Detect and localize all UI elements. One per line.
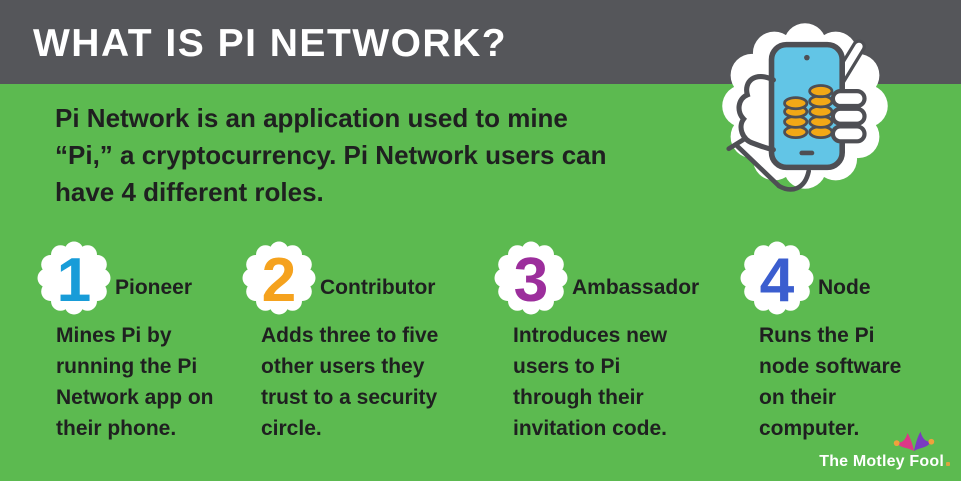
brand-footer: The Motley Fool — [819, 431, 950, 473]
desc-line: users to Pi — [513, 355, 621, 378]
phone-speaker-dot — [804, 54, 810, 61]
number-badge-3: 3 — [494, 241, 568, 315]
role-number: 1 — [57, 246, 92, 315]
page-title: WHAT IS PI NETWORK? — [33, 22, 508, 65]
desc-line: circle. — [261, 417, 322, 440]
hand-holding-phone-with-coins-icon — [722, 23, 888, 192]
role-card-ambassador: 3 Ambassador Introduces new users to Pi … — [490, 237, 705, 467]
role-label: Node — [818, 276, 871, 299]
desc-line: Introduces new — [513, 324, 668, 347]
desc-line: Mines Pi by — [56, 324, 172, 347]
role-label: Contributor — [320, 276, 436, 299]
intro-line: have 4 different roles. — [55, 177, 324, 207]
desc-line: Network app on — [56, 386, 214, 409]
gripping-fingers — [830, 89, 867, 144]
desc-line: their phone. — [56, 417, 177, 440]
role-card-pioneer: 1 Pioneer Mines Pi by running the Pi Net… — [33, 237, 248, 467]
desc-line: trust to a security — [261, 386, 438, 409]
desc-line: running the Pi — [56, 355, 198, 378]
intro-paragraph: Pi Network is an application used to min… — [55, 100, 635, 211]
intro-line: “Pi,” a cryptocurrency. Pi Network users… — [55, 140, 607, 170]
desc-line: computer. — [759, 417, 860, 440]
role-card-node: 4 Node Runs the Pi node software on thei… — [736, 237, 951, 467]
coin-stack-right — [808, 84, 834, 140]
brand-name: The Motley Fool — [819, 453, 944, 470]
role-description: Runs the Pi node software on their compu… — [759, 320, 951, 444]
role-description: Mines Pi by running the Pi Network app o… — [56, 320, 248, 444]
brand-dot — [946, 462, 950, 466]
phone-home-button — [799, 150, 815, 156]
role-number: 2 — [262, 246, 297, 315]
role-card-contributor: 2 Contributor Adds three to five other u… — [238, 237, 453, 467]
number-badge-2: 2 — [242, 241, 316, 315]
thumb-outline — [736, 73, 776, 153]
desc-line: through their — [513, 386, 644, 409]
desc-line: Runs the Pi — [759, 324, 875, 347]
desc-line: other users they — [261, 355, 425, 378]
role-label: Pioneer — [115, 276, 193, 299]
number-badge-1: 1 — [37, 241, 111, 315]
role-description: Adds three to five other users they trus… — [261, 320, 453, 444]
desc-line: invitation code. — [513, 417, 668, 440]
role-number: 4 — [760, 246, 795, 315]
desc-line: node software — [759, 355, 902, 378]
desc-line: Adds three to five — [261, 324, 439, 347]
number-badge-4: 4 — [740, 241, 814, 315]
jester-hat-icon — [893, 431, 935, 452]
role-description: Introduces new users to Pi through their… — [513, 320, 705, 444]
role-number: 3 — [514, 246, 549, 315]
coin-stack-left — [783, 96, 809, 140]
intro-line: Pi Network is an application used to min… — [55, 103, 568, 133]
role-label: Ambassador — [572, 276, 700, 299]
desc-line: on their — [759, 386, 836, 409]
wrist-outline — [726, 137, 812, 192]
